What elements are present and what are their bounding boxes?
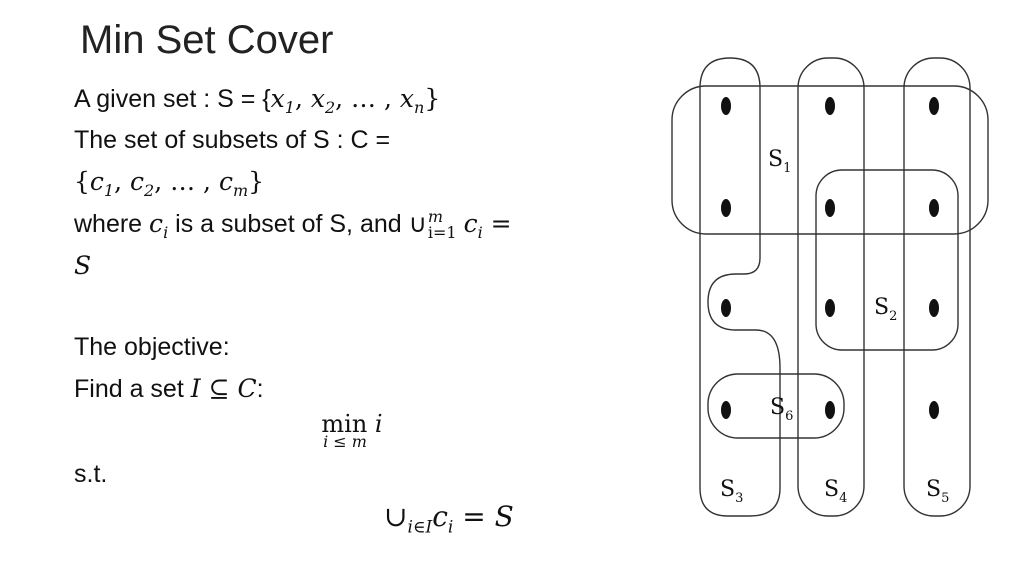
element-dot: [721, 401, 731, 419]
set-label-s4: S4: [824, 477, 847, 506]
subsets-set-line: {c1, c2, … , cm}: [74, 167, 265, 200]
set-s3-outline: [699, 57, 781, 517]
given-set-line: A given set : S = {x1, x2, … , xn}: [74, 84, 441, 117]
set-s6-outline: [707, 373, 845, 439]
slide-title: Min Set Cover: [80, 18, 334, 62]
set-label-s5: S5: [926, 477, 949, 506]
set-label-s1: S1: [768, 147, 791, 176]
set-s2-outline: [815, 169, 959, 351]
given-set-text: A given set : S = {: [74, 85, 271, 113]
element-dot: [721, 199, 731, 217]
element-dot: [825, 199, 835, 217]
objective-label: The objective:: [74, 333, 230, 361]
set-cover-diagram: S1 S2 S3 S4 S5 S6: [671, 57, 989, 517]
set-s1-outline: [671, 85, 989, 235]
set-label-s2: S2: [874, 295, 897, 324]
set-s5-outline: [903, 57, 971, 517]
element-dot: [929, 199, 939, 217]
set-label-s6: S6: [770, 395, 793, 424]
subsets-line: The set of subsets of S : C =: [74, 126, 391, 154]
element-dot: [929, 299, 939, 317]
set-label-s3: S3: [720, 477, 743, 506]
element-dot: [825, 401, 835, 419]
element-dot: [825, 299, 835, 317]
element-dot: [929, 97, 939, 115]
min-expression: min i i ≤ m: [321, 410, 383, 451]
element-dot: [721, 97, 731, 115]
set-s4-outline: [797, 57, 865, 517]
find-line: Find a set I ⊆ C:: [74, 374, 264, 403]
spacer: [74, 286, 654, 327]
s-line: S: [74, 251, 92, 280]
element-dot: [825, 97, 835, 115]
slide-body: A given set : S = {x1, x2, … , xn} The s…: [74, 78, 654, 410]
st-label: s.t.: [74, 460, 108, 488]
union-expression: ∪i∈Ici = S: [384, 500, 514, 538]
element-dot: [929, 401, 939, 419]
element-dot: [721, 299, 731, 317]
